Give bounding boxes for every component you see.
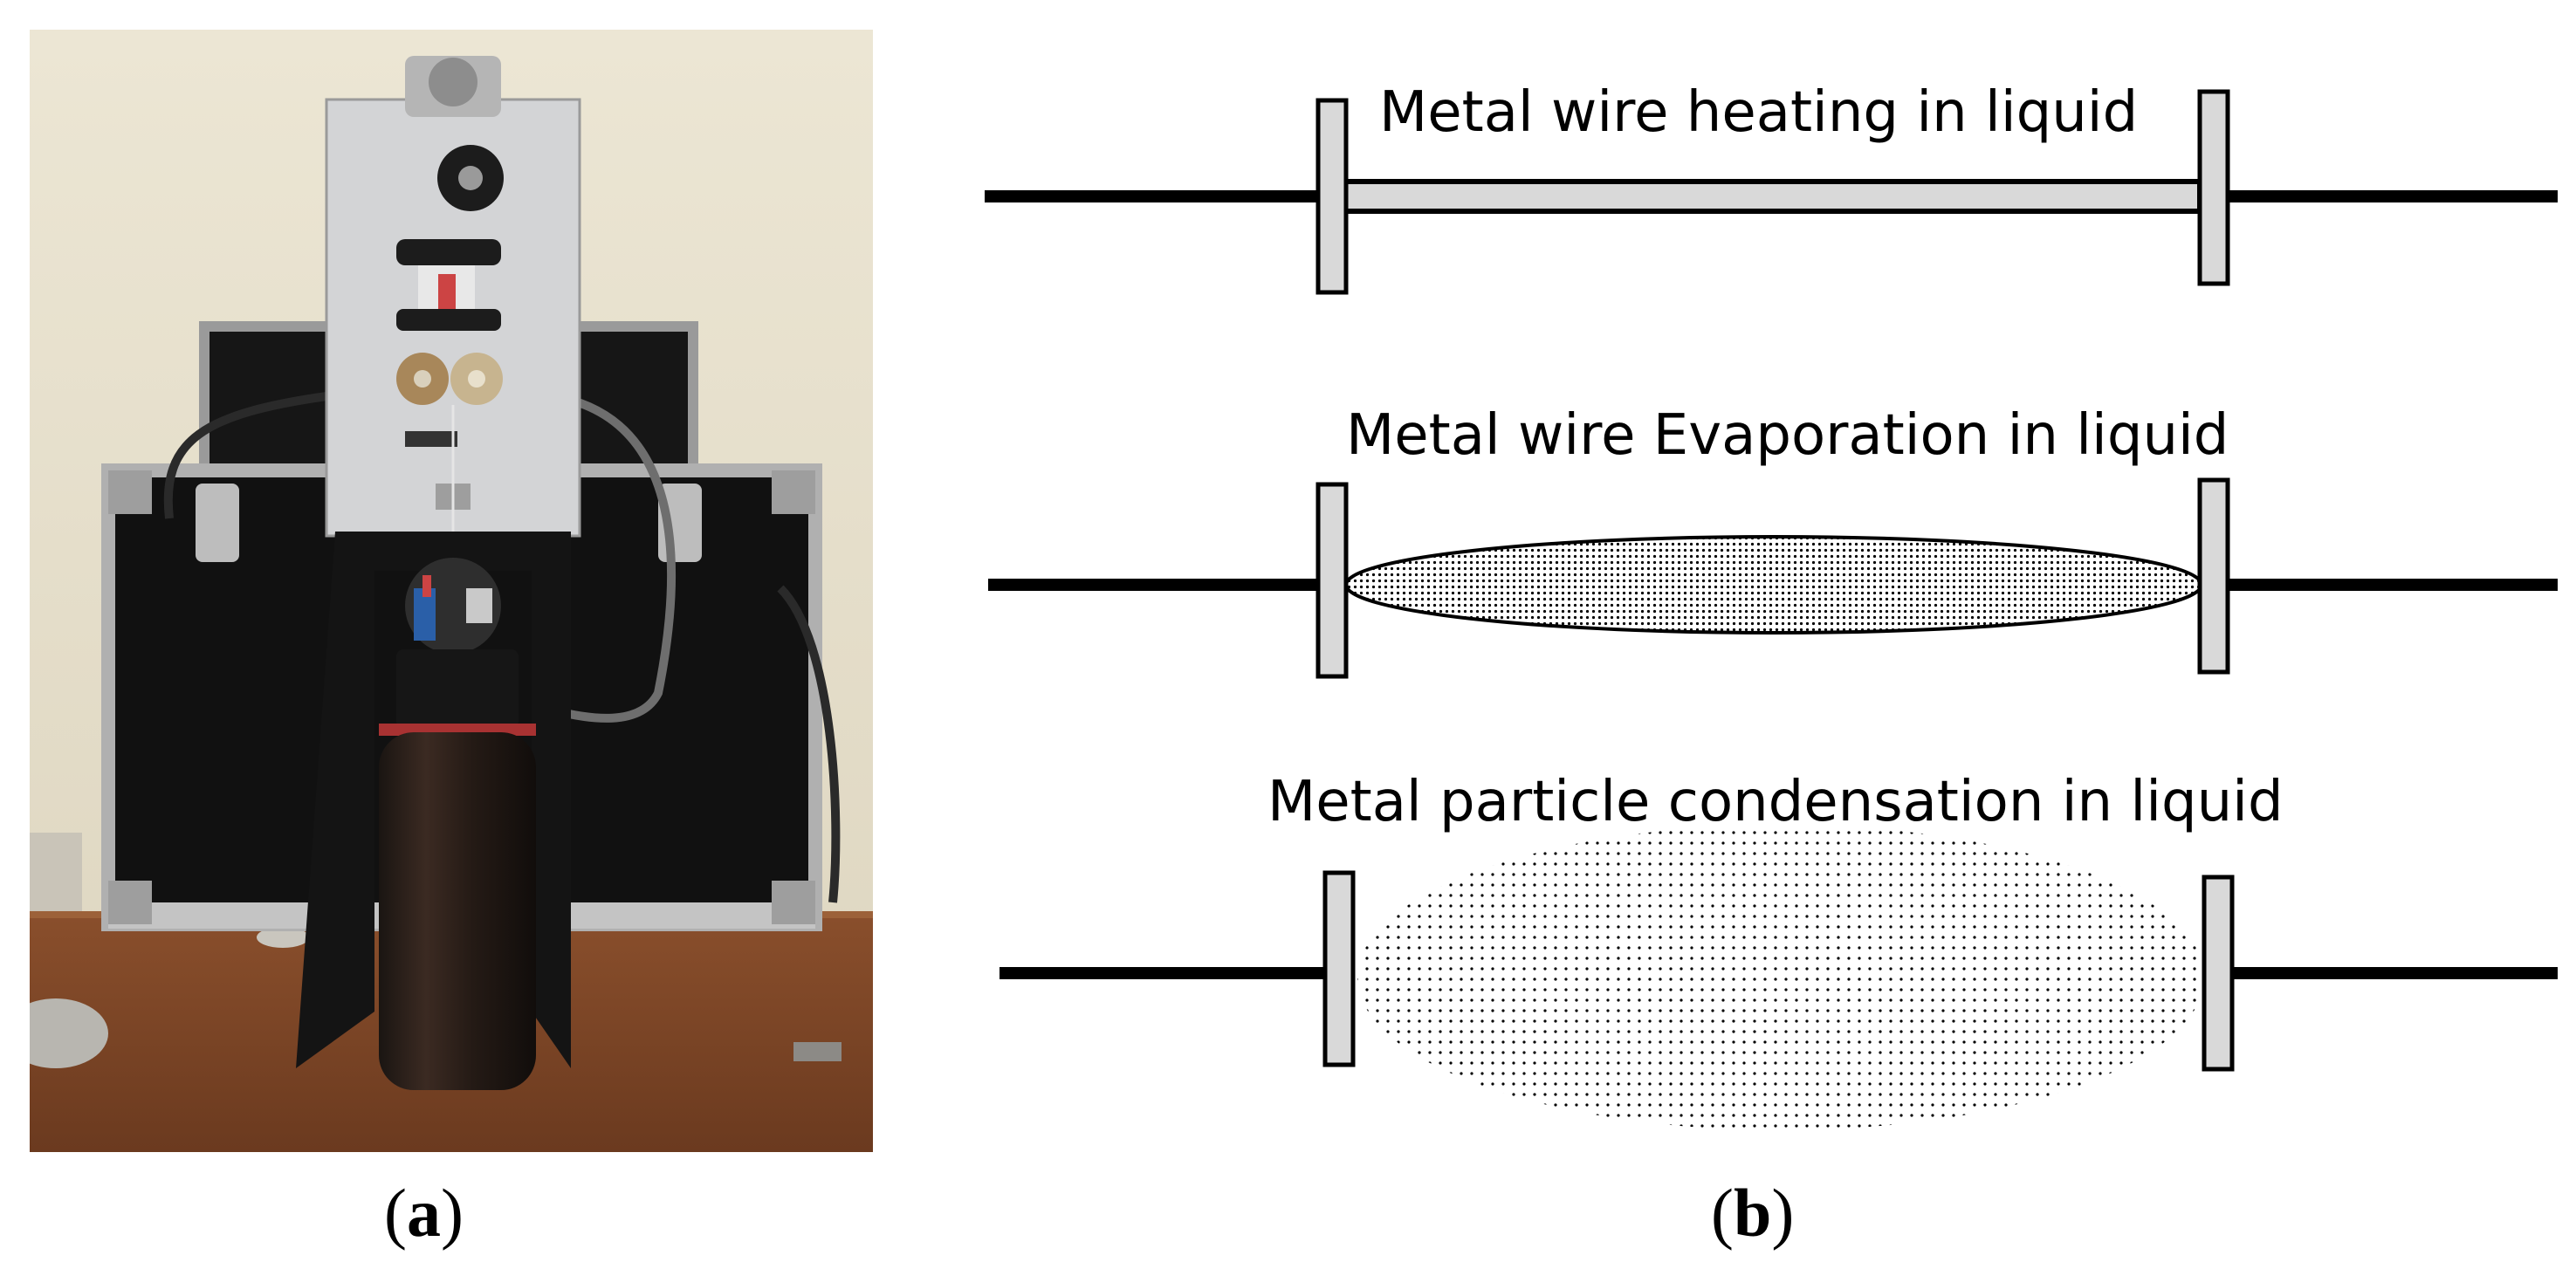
vapor-cloud: [1344, 535, 2203, 635]
stage-heating: Metal wire heating in liquid: [985, 80, 2558, 295]
stage-evaporation: Metal wire Evaporation in liquid: [988, 403, 2558, 679]
black-shield: [296, 532, 571, 1068]
electrode-left: [1315, 98, 1349, 295]
electrode-right: [2197, 477, 2230, 675]
apparatus-photo: [30, 30, 873, 1152]
electrode-left: [1322, 870, 1356, 1067]
electrode-left: [1315, 482, 1349, 679]
electrode-right: [2197, 89, 2230, 286]
stage-condensation: Metal particle condensation in liquid: [999, 770, 2558, 1130]
latch-left: [196, 484, 239, 562]
heated-wire: [1342, 179, 2202, 214]
liquid-bottle: [379, 732, 536, 1090]
caption-a: (a): [384, 1175, 464, 1251]
stage-condensation-label: Metal particle condensation in liquid: [1267, 770, 2284, 834]
caption-a-letter: a: [406, 1175, 441, 1251]
caption-b: (b): [1711, 1175, 1795, 1251]
bottle-cap: [396, 649, 519, 728]
process-diagram: Metal wire heating in liquid Metal wire …: [985, 80, 2558, 1130]
electrode-right: [2202, 875, 2235, 1072]
particle-cloud: [1357, 825, 2204, 1130]
stage-evaporation-label: Metal wire Evaporation in liquid: [1346, 403, 2229, 468]
stage-heating-label: Metal wire heating in liquid: [1379, 80, 2138, 145]
caption-b-letter: b: [1733, 1175, 1772, 1251]
